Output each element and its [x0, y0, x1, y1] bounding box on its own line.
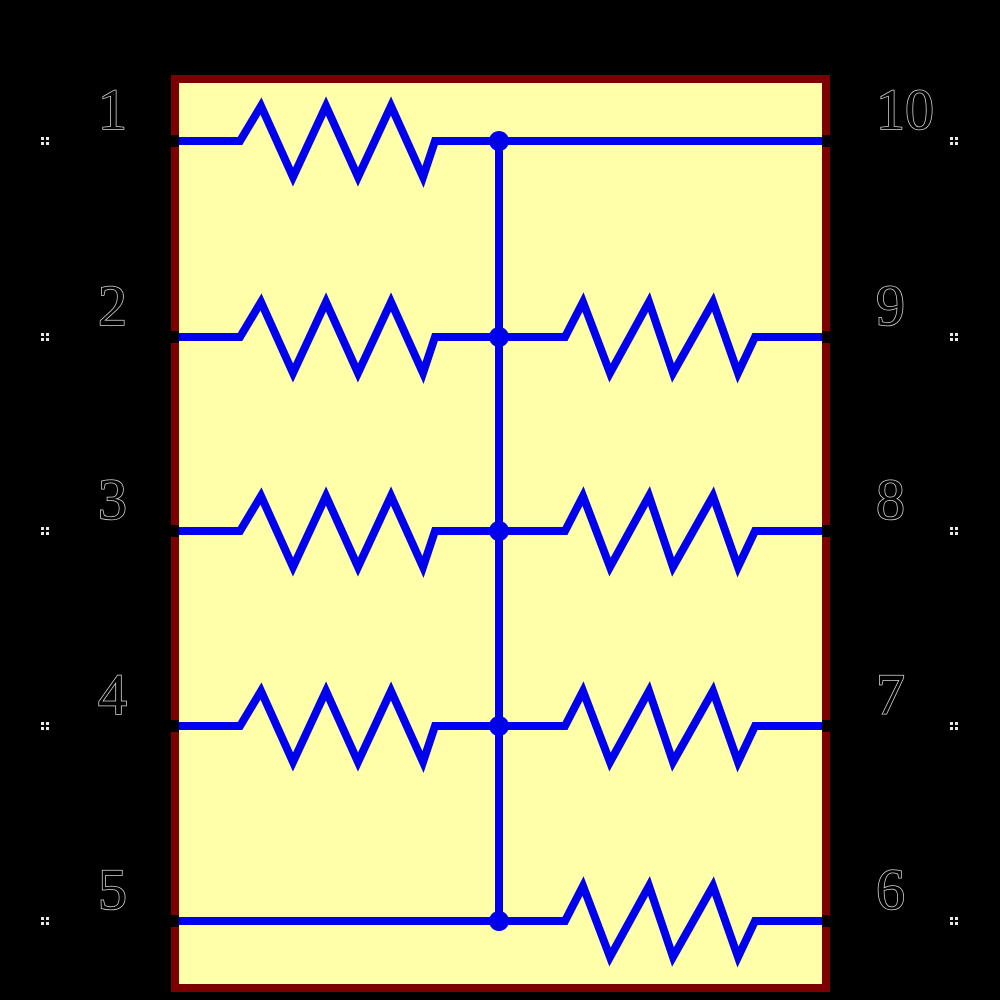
- junction-dot-row1: [489, 131, 509, 151]
- pin-stub-10: [822, 135, 835, 147]
- pin-label-4: 4: [98, 662, 127, 727]
- pin-stub-9: [822, 331, 835, 343]
- pin-marker-right-6: [950, 917, 958, 925]
- pin-stub-1: [166, 135, 179, 147]
- pin-stub-5: [166, 915, 179, 927]
- resistor-pin2-bus: [176, 292, 499, 384]
- pin-marker-left-3: [41, 527, 49, 535]
- pin-label-6: 6: [876, 857, 905, 922]
- pin-stub-3: [166, 525, 179, 537]
- pin-marker-right-9: [950, 333, 958, 341]
- junction-dot-row5: [489, 911, 509, 931]
- pin-stub-2: [166, 331, 179, 343]
- resistor-bus-pin9: [499, 292, 824, 384]
- pin-marker-left-1: [41, 137, 49, 145]
- pin-stub-7: [822, 720, 835, 732]
- pin-marker-left-5: [41, 917, 49, 925]
- pin-label-3: 3: [98, 467, 127, 532]
- pin-marker-right-10: [950, 137, 958, 145]
- pin-label-8: 8: [876, 467, 905, 532]
- pin-stub-8: [822, 525, 835, 537]
- resistor-pin4-bus: [176, 681, 499, 773]
- pin-label-5: 5: [98, 857, 127, 922]
- pin-label-1: 1: [98, 77, 127, 142]
- junction-dot-row2: [489, 327, 509, 347]
- junction-dot-row3: [489, 521, 509, 541]
- junction-dot-row4: [489, 716, 509, 736]
- pin-label-9: 9: [876, 273, 905, 338]
- pin-marker-right-7: [950, 722, 958, 730]
- resistor-pin1-bus: [176, 96, 499, 188]
- resistor-bus-pin7: [499, 681, 824, 773]
- pin-label-7: 7: [876, 662, 905, 727]
- pin-marker-right-8: [950, 527, 958, 535]
- resistor-pin3-bus: [176, 486, 499, 578]
- pin-marker-left-2: [41, 333, 49, 341]
- resistor-bus-pin8: [499, 486, 824, 578]
- pin-stub-4: [166, 720, 179, 732]
- pin-label-2: 2: [98, 273, 127, 338]
- pin-label-10: 10: [876, 77, 934, 142]
- pin-marker-left-4: [41, 722, 49, 730]
- resistor-bus-pin6: [499, 876, 824, 968]
- pin-stub-6: [822, 915, 835, 927]
